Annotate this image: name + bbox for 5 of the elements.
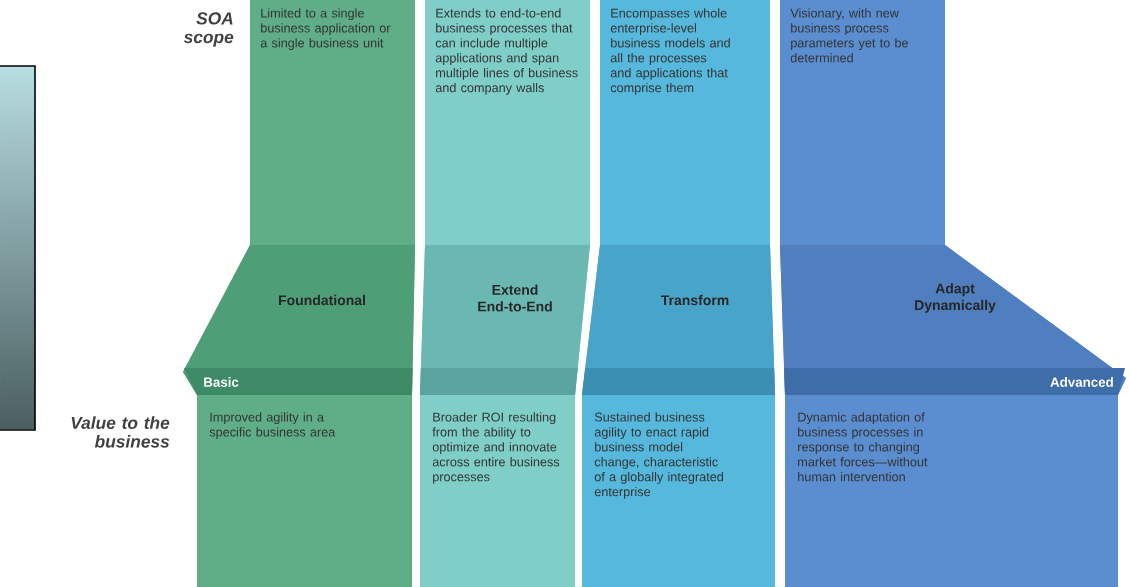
band-label: Basic xyxy=(204,377,239,387)
column-band: Extends to end-to-end business processes that can include multiple applications and span multiple lines of business and company walls Extend End-to-End Broader ROI resulting from the ability to optimize and innovate across entire business processes xyxy=(420,0,590,587)
side-heading: SOA scope xyxy=(183,12,234,47)
column-band: Encompasses whole enterprise-level business models and all the processes and applications that comprise them Transform Sustained business agility to enact rapid business model change, characteristic of a globally integrated enterprise xyxy=(582,0,775,587)
band-label: Advanced xyxy=(1050,377,1113,387)
